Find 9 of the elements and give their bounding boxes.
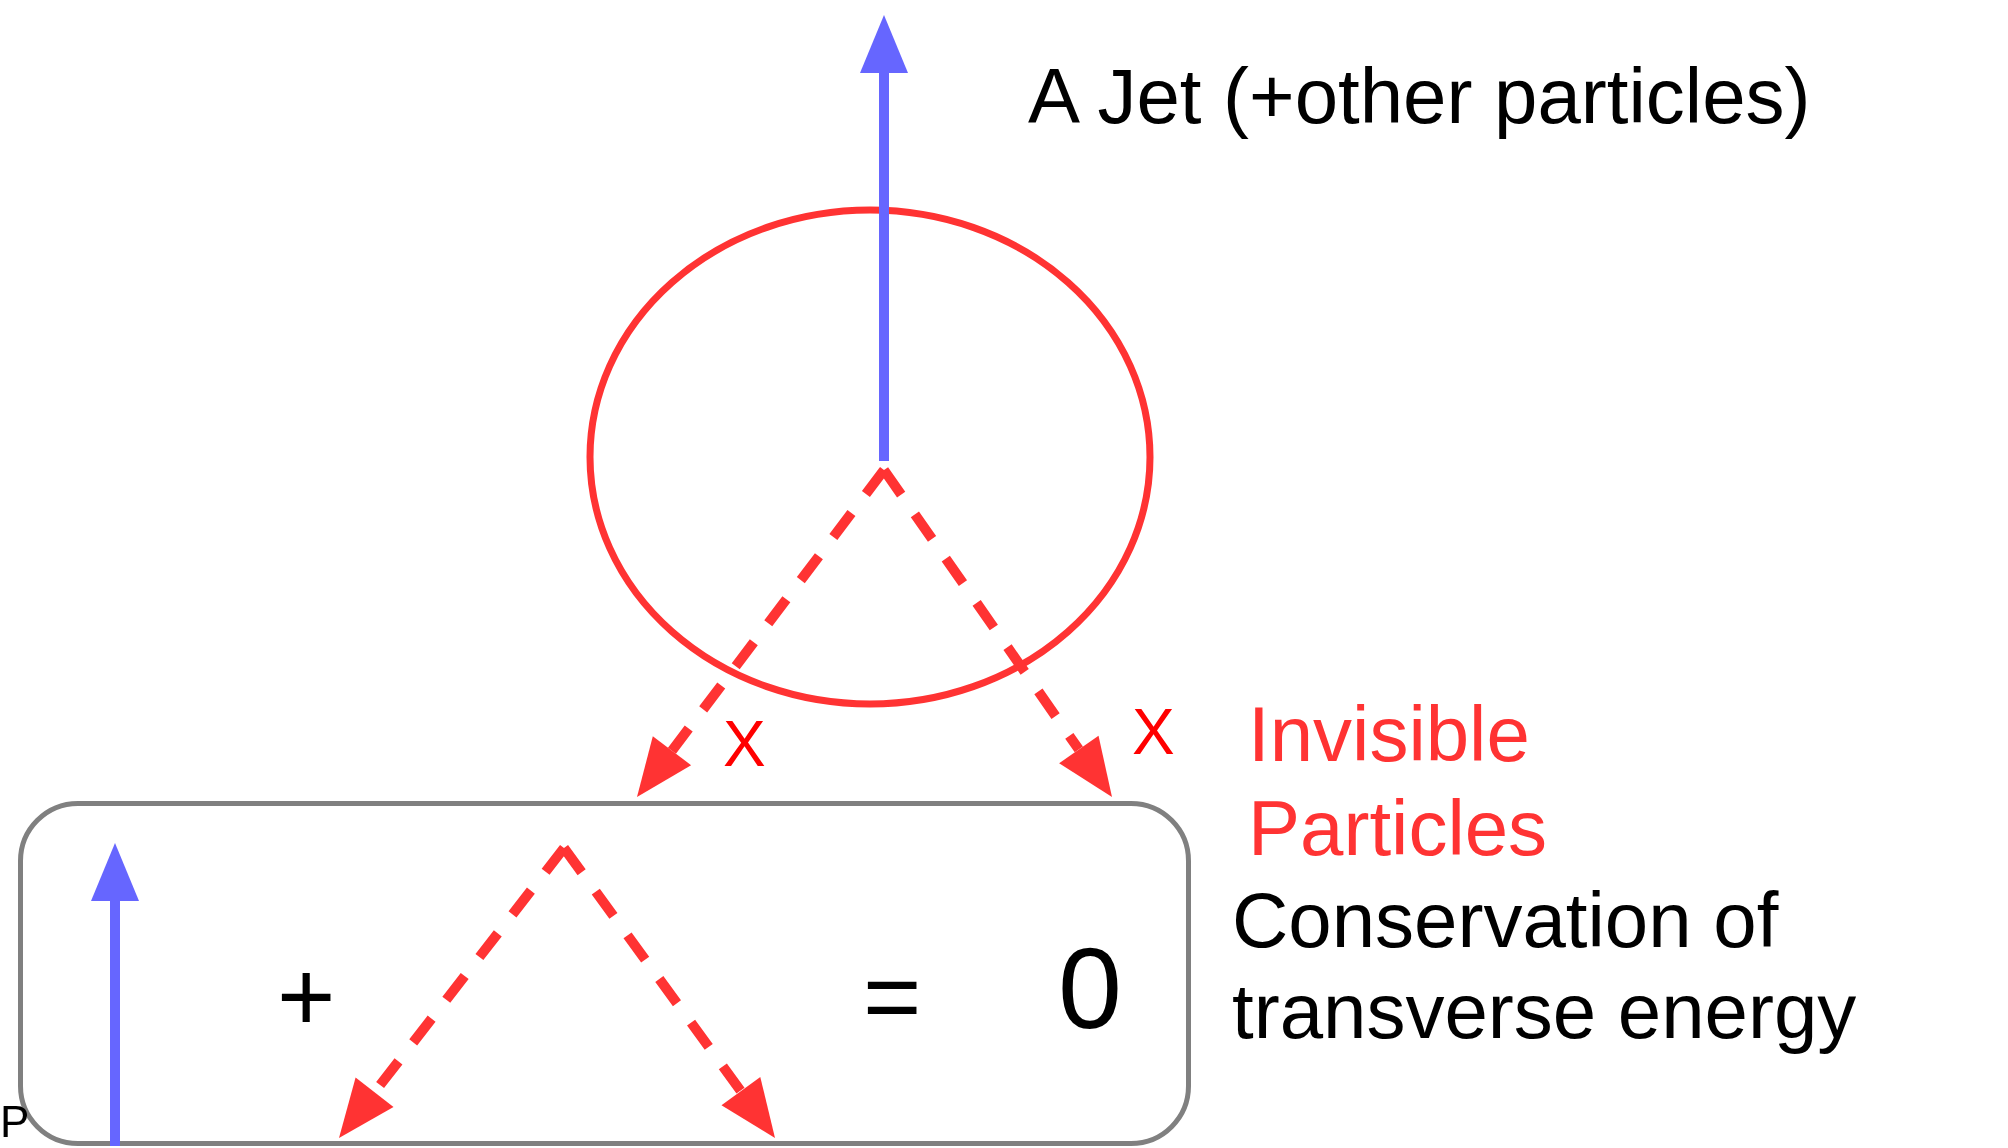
particle-label: X <box>723 712 766 776</box>
plus-sign: + <box>277 946 336 1046</box>
equals-sign: = <box>863 946 922 1046</box>
axis-letter: P <box>0 1100 30 1144</box>
zero-digit: 0 <box>1058 931 1122 1046</box>
caption-text: Conservation of transverse energy <box>1232 875 1858 1058</box>
ellipse-outline <box>586 206 1154 708</box>
invisible-particles-label: Invisible Particles <box>1248 689 1549 874</box>
particle-label: X <box>1132 700 1175 764</box>
